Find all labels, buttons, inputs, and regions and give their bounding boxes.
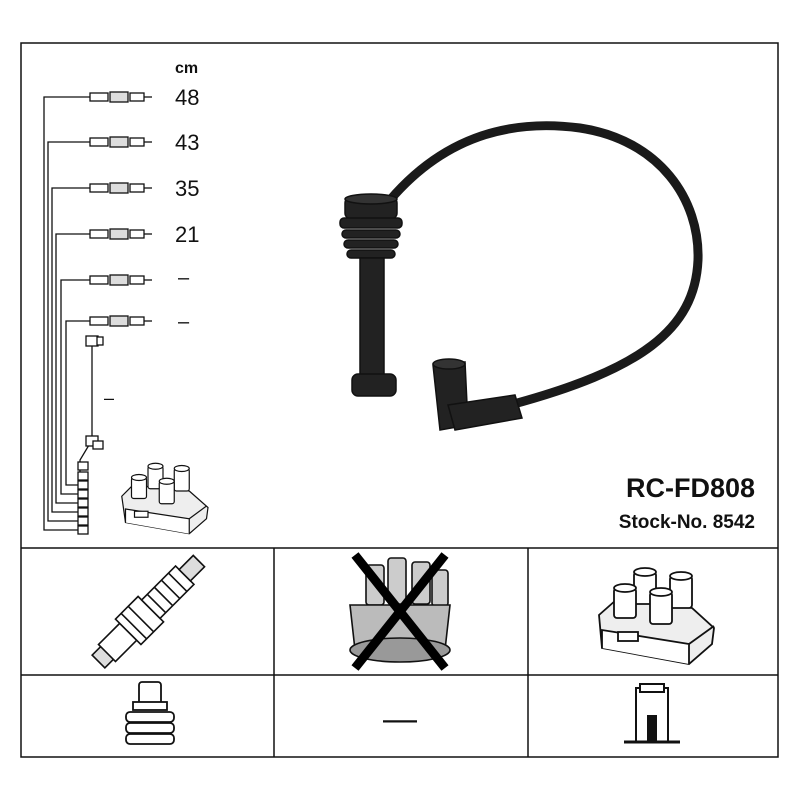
plug-boot <box>339 193 403 397</box>
ignition-coil-small-icon <box>121 462 209 535</box>
wire-line-1 <box>43 96 90 531</box>
length-label-3: 35 <box>175 176 199 201</box>
plug-glyph-4 <box>89 228 152 240</box>
wire-line-5 <box>60 279 90 495</box>
length-label-2: 43 <box>175 130 199 155</box>
outer-border <box>20 42 779 758</box>
stock-number: Stock-No. 8542 <box>619 512 755 533</box>
unit-label: cm <box>175 60 198 77</box>
wire-schematic: cm <box>43 60 199 535</box>
coil-lead-length-label: – <box>104 388 114 408</box>
length-label-6: – <box>178 311 190 333</box>
cross-line-2 <box>351 552 449 671</box>
ignition-coil-large-icon <box>598 567 715 665</box>
length-label-5: – <box>178 267 190 289</box>
distributor-cap-dash: — <box>383 700 417 738</box>
plug-glyph-1 <box>89 91 152 103</box>
coil-lead-glyph <box>85 335 104 450</box>
plug-glyph-6 <box>89 315 152 327</box>
plug-terminal-icon <box>125 681 175 745</box>
spark-plug-icon <box>91 554 206 669</box>
product-code: RC-FD808 <box>626 473 755 503</box>
coil-terminal-icon <box>624 683 680 744</box>
frame <box>20 42 779 758</box>
plug-glyph-3 <box>89 182 152 194</box>
wire-line-coil <box>78 340 93 477</box>
wire-line-2 <box>47 141 90 522</box>
wire-line-4 <box>55 233 90 504</box>
distributor-cap-crossed-icon <box>349 552 451 671</box>
angled-boot <box>432 358 523 431</box>
ignition-cable-illustration <box>339 121 703 431</box>
cable <box>385 121 703 410</box>
plug-glyph-2 <box>89 136 152 148</box>
connector-stack <box>77 461 89 535</box>
length-labels: 48 43 35 21 – – – <box>104 85 199 408</box>
length-label-4: 21 <box>175 222 199 247</box>
plug-glyphs <box>85 91 152 450</box>
plug-glyph-5 <box>89 274 152 286</box>
length-label-1: 48 <box>175 85 199 110</box>
wire-line-6 <box>65 320 90 486</box>
wire-line-3 <box>51 187 90 513</box>
